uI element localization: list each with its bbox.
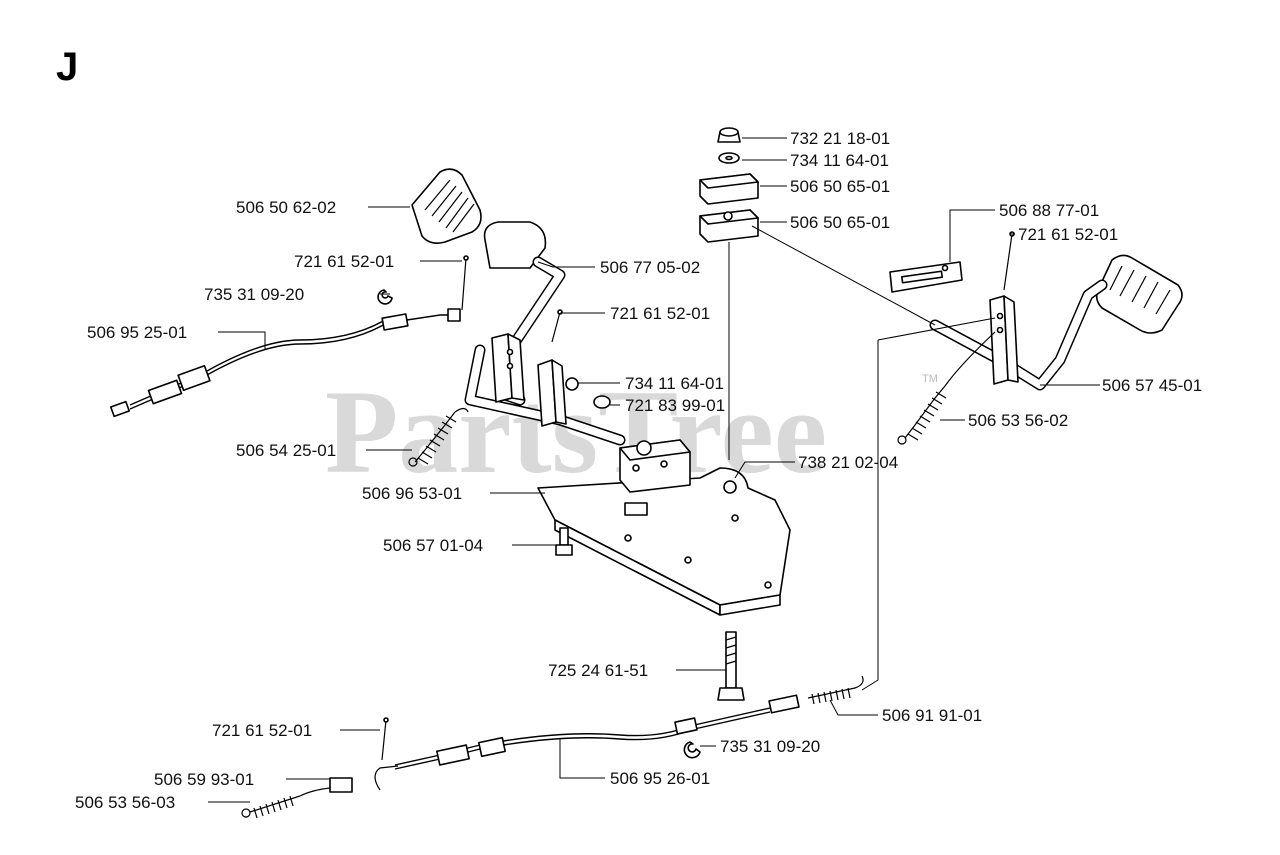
base-bolt <box>717 631 745 701</box>
part-label-spring-bottom-right[interactable]: 506 91 91-01 <box>882 706 982 725</box>
part-label-top-nut[interactable]: 732 21 18-01 <box>790 129 890 148</box>
left-cable <box>109 308 461 418</box>
right-pin <box>1003 231 1015 291</box>
part-label-pin-bracket[interactable]: 721 61 52-01 <box>610 304 710 323</box>
diagram-title: J <box>56 45 78 89</box>
part-label-pin-right[interactable]: 721 61 52-01 <box>1018 225 1118 244</box>
part-label-spring-left[interactable]: 506 54 25-01 <box>236 441 336 460</box>
left-spring <box>408 407 469 467</box>
right-adjust-plate <box>889 261 963 293</box>
part-label-clip-left[interactable]: 735 31 09-20 <box>204 285 304 304</box>
part-label-washer-left[interactable]: 734 11 64-01 <box>625 374 724 393</box>
part-label-block-upper[interactable]: 506 50 65-01 <box>790 177 890 196</box>
bottom-clip <box>683 741 701 759</box>
top-nut <box>717 127 741 143</box>
right-spring <box>897 331 996 445</box>
part-label-top-washer[interactable]: 734 11 64-01 <box>790 151 889 170</box>
bottom-cable <box>374 694 800 791</box>
part-label-pedal-arm-right[interactable]: 506 57 45-01 <box>1102 376 1202 395</box>
right-pedal-pad <box>1095 254 1183 334</box>
right-bracket <box>989 295 1019 385</box>
bottom-left-parts <box>241 717 389 819</box>
top-block-lower <box>699 209 759 243</box>
center-block <box>619 439 691 493</box>
left-clip <box>377 289 393 305</box>
part-label-pin-left[interactable]: 721 61 52-01 <box>294 252 394 271</box>
right-pedal-arm <box>929 279 1108 391</box>
part-label-pedal-arm-left[interactable]: 506 77 05-02 <box>600 258 700 277</box>
part-label-adjust-plate[interactable]: 506 88 77-01 <box>999 201 1099 220</box>
left-pins <box>461 255 611 409</box>
part-label-base-bolt[interactable]: 725 24 61-51 <box>548 661 648 680</box>
part-label-cable-bottom[interactable]: 506 95 26-01 <box>610 769 710 788</box>
part-label-base-plate[interactable]: 506 96 53-01 <box>362 484 462 503</box>
part-label-link-bottom[interactable]: 506 59 93-01 <box>154 770 254 789</box>
top-washer <box>718 152 740 164</box>
base-plate <box>537 467 791 616</box>
small-bolt <box>555 527 573 556</box>
part-label-small-bolt[interactable]: 506 57 01-04 <box>383 536 483 555</box>
watermark-tm: TM <box>922 373 938 385</box>
part-label-cable-left[interactable]: 506 95 25-01 <box>87 323 187 342</box>
bottom-right-spring <box>807 675 864 705</box>
left-pedal-pad <box>411 168 482 244</box>
part-label-spring-bottom-left[interactable]: 506 53 56-03 <box>75 793 175 812</box>
part-label-bushing[interactable]: 721 83 99-01 <box>625 396 725 415</box>
top-block-upper <box>699 173 759 205</box>
leader-lines <box>208 137 1100 803</box>
part-label-clip-bottom[interactable]: 735 31 09-20 <box>720 737 820 756</box>
part-label-block-lower[interactable]: 506 50 65-01 <box>790 213 890 232</box>
part-label-spring-right[interactable]: 506 53 56-02 <box>968 411 1068 430</box>
left-bracket <box>491 333 567 427</box>
part-label-pin-bottom[interactable]: 721 61 52-01 <box>212 721 312 740</box>
part-label-plate-bushing[interactable]: 738 21 02-04 <box>798 453 898 472</box>
part-label-pedal-pad-left[interactable]: 506 50 62-02 <box>236 198 336 217</box>
